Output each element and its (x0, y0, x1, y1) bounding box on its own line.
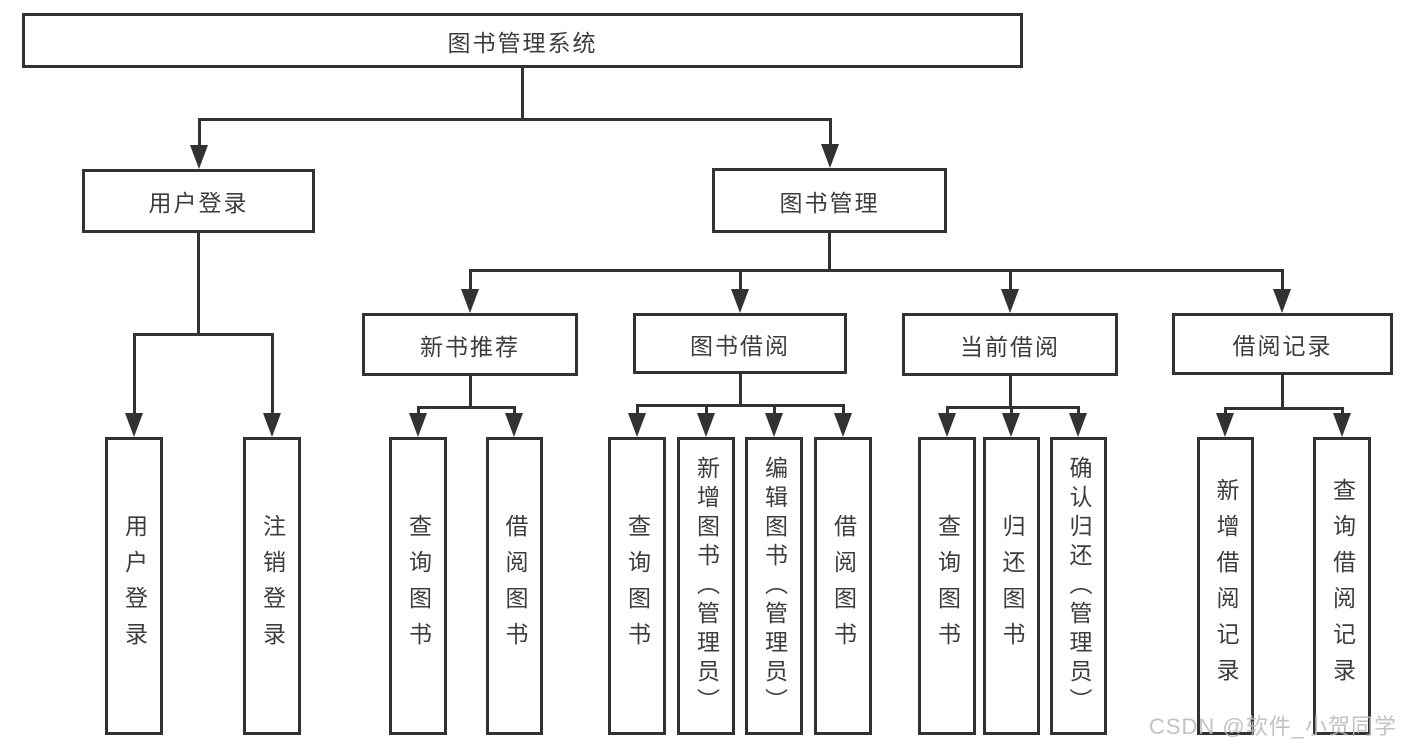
node-add-books-admin-label: 新增图书（管理员） (693, 455, 720, 717)
connector-bar (197, 118, 832, 121)
node-borrow-books-2: 借阅图书 (814, 437, 872, 735)
node-query-books-3: 查询图书 (918, 437, 976, 735)
connector-bar (945, 406, 1080, 409)
arrowhead-down-icon (1002, 413, 1020, 437)
connector-stem (520, 68, 524, 121)
node-root: 图书管理系统 (22, 13, 1023, 68)
node-confirm-return-admin: 确认归还（管理员） (1050, 437, 1107, 735)
arrowhead-down-icon (938, 413, 956, 437)
connector-drop (738, 269, 742, 293)
node-root-label: 图书管理系统 (447, 29, 598, 56)
arrowhead-down-icon (1273, 289, 1291, 313)
arrowhead-down-icon (1069, 413, 1087, 437)
csdn-watermark: CSDN @软件_小贺同学 (1148, 714, 1397, 739)
node-query-books-3-label: 查询图书 (934, 514, 961, 658)
connector-drop (841, 404, 845, 417)
node-borrow-books-1-label: 借阅图书 (502, 514, 528, 658)
node-new-book-recommend-label: 新书推荐 (420, 333, 520, 360)
connector-drop (945, 406, 949, 417)
node-add-books-admin: 新增图书（管理员） (677, 437, 735, 735)
node-query-borrow-record: 查询借阅记录 (1313, 437, 1371, 735)
node-return-books-label: 归还图书 (999, 514, 1025, 658)
node-return-books: 归还图书 (983, 437, 1040, 735)
connector-stem (1008, 376, 1012, 409)
arrowhead-down-icon (190, 145, 208, 169)
node-query-books-2-label: 查询图书 (624, 514, 651, 658)
node-logout-leaf: 注销登录 (243, 437, 301, 735)
connector-drop (416, 406, 420, 417)
node-user-login-leaf-label: 用户登录 (121, 514, 148, 658)
node-user-login-leaf: 用户登录 (105, 437, 163, 735)
connector-drop (1076, 406, 1080, 417)
node-add-borrow-record-label: 新增借阅记录 (1213, 478, 1239, 694)
arrowhead-down-icon (628, 413, 646, 437)
connector-drop (197, 118, 201, 149)
connector-drop (132, 333, 136, 417)
node-query-borrow-record-label: 查询借阅记录 (1329, 478, 1356, 694)
arrowhead-down-icon (1333, 413, 1351, 437)
node-user-login-label: 用户登录 (148, 190, 249, 216)
node-book-management-label: 图书管理 (779, 189, 880, 216)
arrowhead-down-icon (461, 289, 479, 313)
node-query-books-1-label: 查询图书 (405, 514, 432, 658)
connector-drop (635, 404, 639, 417)
arrowhead-down-icon (834, 413, 852, 437)
connector-bar (132, 333, 274, 336)
node-borrow-books-2-label: 借阅图书 (830, 514, 857, 658)
node-book-borrow: 图书借阅 (633, 313, 847, 374)
arrowhead-down-icon (263, 413, 281, 437)
node-query-books-2: 查询图书 (608, 437, 666, 735)
connector-stem (468, 376, 472, 409)
arrowhead-down-icon (409, 413, 427, 437)
node-logout-leaf-label: 注销登录 (259, 514, 286, 658)
node-user-login: 用户登录 (82, 169, 315, 233)
connector-drop (828, 118, 832, 148)
arrowhead-down-icon (731, 289, 749, 313)
connector-drop (772, 404, 776, 417)
connector-stem (1280, 375, 1284, 410)
node-confirm-return-admin-label: 确认归还（管理员） (1066, 455, 1092, 717)
node-book-management: 图书管理 (712, 168, 947, 233)
connector-bar (416, 406, 516, 409)
connector-stem (827, 233, 831, 272)
node-book-borrow-label: 图书借阅 (690, 332, 790, 359)
connector-bar (468, 269, 1284, 272)
connector-bar (635, 404, 845, 407)
arrowhead-down-icon (505, 413, 523, 437)
node-edit-books-admin-label: 编辑图书（管理员） (761, 455, 788, 717)
connector-drop (1009, 406, 1013, 417)
connector-bar (1223, 407, 1344, 410)
node-borrow-records-label: 借阅记录 (1232, 333, 1333, 359)
arrowhead-down-icon (125, 413, 143, 437)
node-query-books-1: 查询图书 (389, 437, 447, 735)
node-new-book-recommend: 新书推荐 (362, 313, 578, 376)
node-current-borrow-label: 当前借阅 (960, 333, 1060, 360)
node-edit-books-admin: 编辑图书（管理员） (745, 437, 803, 735)
arrowhead-down-icon (1216, 413, 1234, 437)
connector-drop (468, 269, 472, 293)
arrowhead-down-icon (697, 413, 715, 437)
connector-drop (1280, 269, 1284, 293)
connector-drop (1008, 269, 1012, 293)
connector-drop (704, 404, 708, 417)
connector-drop (270, 333, 274, 417)
connector-drop (512, 406, 516, 417)
arrowhead-down-icon (821, 144, 839, 168)
connector-drop (1223, 407, 1227, 417)
node-current-borrow: 当前借阅 (902, 313, 1118, 376)
node-borrow-records: 借阅记录 (1172, 313, 1393, 375)
connector-stem (196, 233, 200, 336)
arrowhead-down-icon (1001, 289, 1019, 313)
node-borrow-books-1: 借阅图书 (486, 437, 543, 735)
connector-drop (1340, 407, 1344, 417)
connector-stem (738, 374, 742, 407)
node-add-borrow-record: 新增借阅记录 (1197, 437, 1254, 735)
arrowhead-down-icon (765, 413, 783, 437)
